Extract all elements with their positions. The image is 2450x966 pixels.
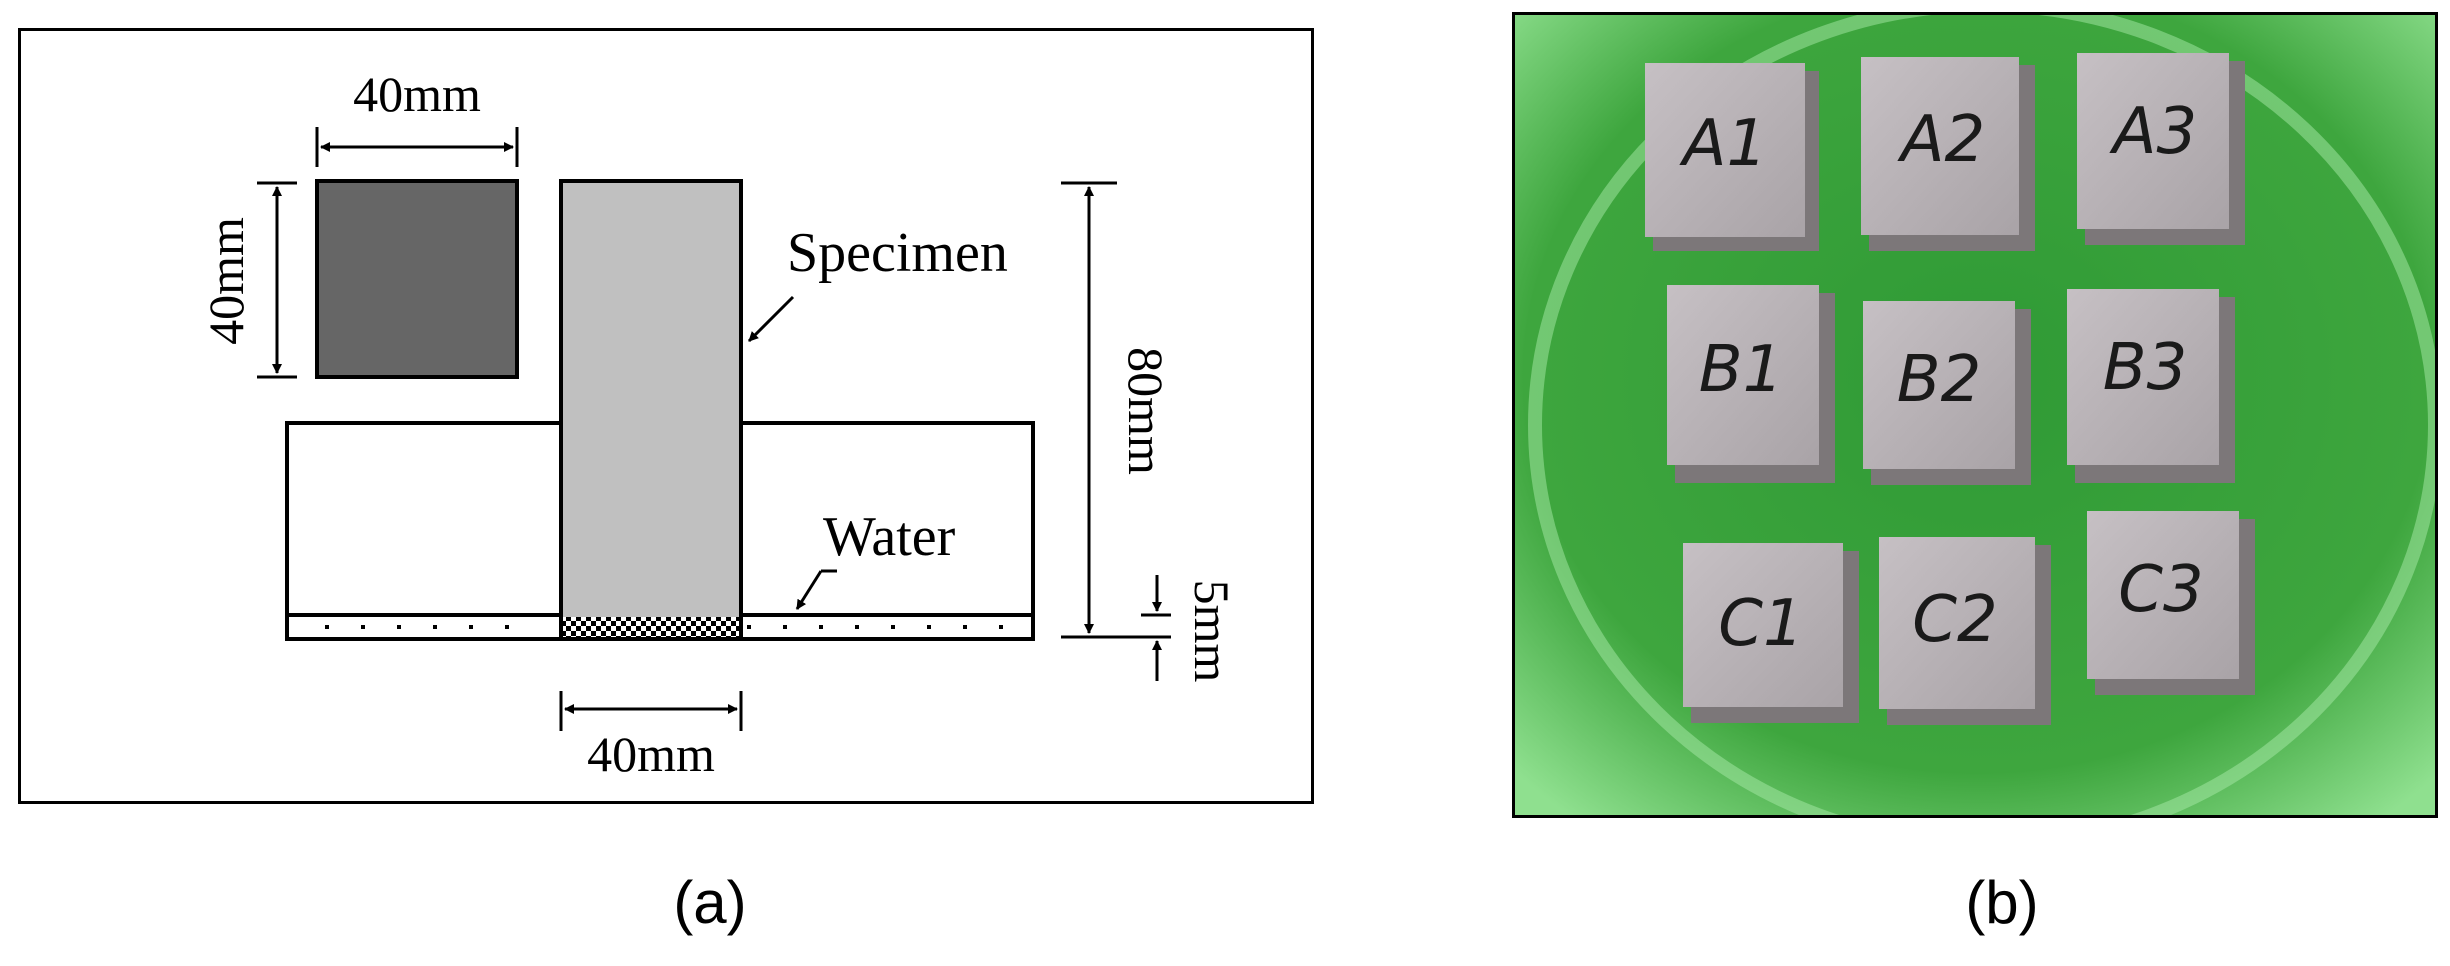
cube-A2: A2 [1861,57,2035,251]
svg-text:A2: A2 [1897,103,1986,177]
specimen-leader-line [747,295,795,343]
cube-C2: C2 [1879,537,2051,725]
cube-C1: C1 [1683,543,1859,723]
svg-text:C3: C3 [2118,553,2203,627]
svg-text:A1: A1 [1679,107,1768,181]
specimen-prism [559,179,743,641]
cross-section-square [315,179,519,379]
top-width-label: 40mm [353,66,481,122]
cube-A3: A3 [2077,53,2245,245]
specimen-photo: A1 A2 A3 B1 B2 B3 [1512,12,2438,818]
caption-b: (b) [1965,869,2039,936]
water-depth-label: 5mm [1184,580,1240,683]
schematic-panel: 40mm 40mm Specimen Water 80mm 5mm 40mm [18,28,1314,804]
svg-text:B1: B1 [1699,333,1784,407]
cube-B2: B2 [1863,301,2031,485]
svg-text:A3: A3 [2109,95,2198,169]
svg-text:C2: C2 [1912,583,1997,657]
svg-text:C1: C1 [1718,587,1803,661]
cube-A1: A1 [1645,63,1819,251]
svg-text:B3: B3 [2103,331,2188,405]
caption-a: (a) [673,869,747,936]
cube-B1: B1 [1667,285,1835,483]
water-label: Water [823,506,956,568]
bottom-width-label: 40mm [587,726,715,782]
left-height-label: 40mm [198,217,254,345]
schematic-drawing: 40mm 40mm Specimen Water 80mm 5mm 40mm [198,66,1240,782]
water-dots [325,625,1003,629]
specimen-wet-zone [563,617,739,637]
cube-B3: B3 [2067,289,2235,483]
specimen-label: Specimen [787,222,1008,284]
svg-text:B2: B2 [1897,343,1982,417]
right-height-label: 80mm [1118,347,1174,475]
specimen-photo-drawing: A1 A2 A3 B1 B2 B3 [1515,15,2435,815]
cube-C3: C3 [2087,511,2255,695]
